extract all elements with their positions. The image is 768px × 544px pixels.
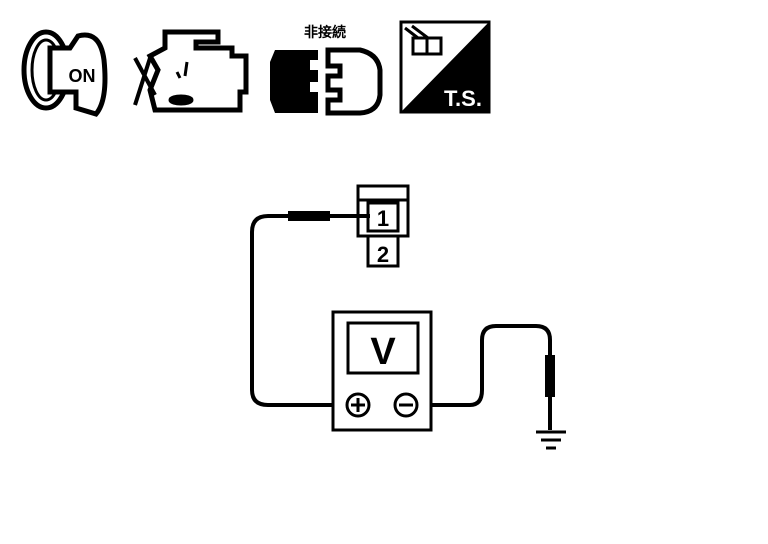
svg-text:非接続: 非接続 <box>304 24 346 40</box>
terminal-2-label: 2 <box>377 242 389 267</box>
svg-text:ON: ON <box>69 66 96 86</box>
disconnect-connector-icon: 非接続 <box>270 24 383 116</box>
voltmeter: V <box>331 310 433 432</box>
negative-probe <box>545 355 555 397</box>
svg-text:T.S.: T.S. <box>444 86 482 111</box>
engine-icon <box>133 29 249 113</box>
positive-probe <box>288 211 330 221</box>
ignition-key-on-icon: ON <box>21 29 108 117</box>
terminal-1-label: 1 <box>377 206 389 231</box>
terminal-2 <box>366 234 400 268</box>
negative-probe-wire <box>420 324 552 430</box>
troubleshooting-ts-icon: T.S. <box>399 20 491 114</box>
positive-probe-wire <box>250 214 370 407</box>
ground-icon <box>536 430 566 450</box>
voltmeter-display: V <box>370 331 396 373</box>
